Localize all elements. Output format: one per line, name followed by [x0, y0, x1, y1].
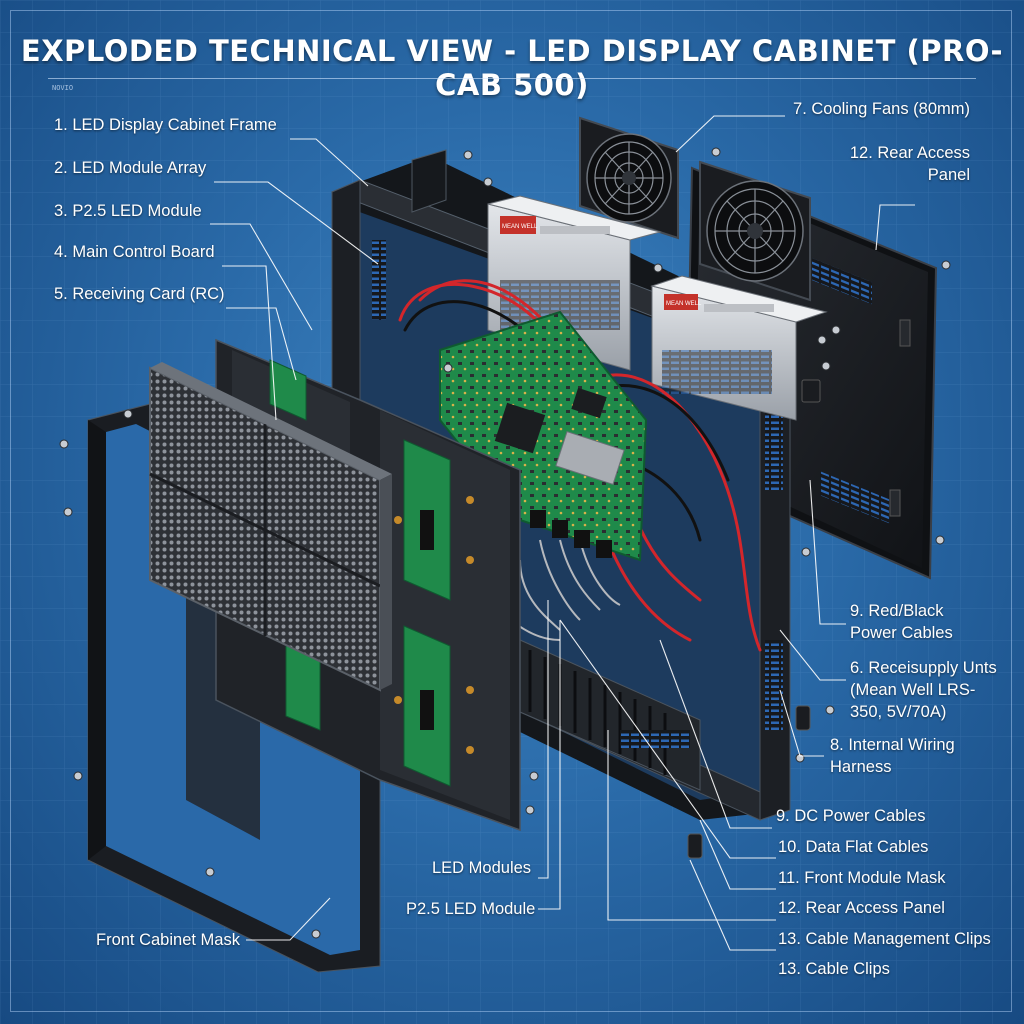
- label-internal-wiring-harness: 8. Internal Wiring Harness: [830, 736, 955, 776]
- power-supply-2: MEAN WELL: [650, 275, 828, 421]
- label-front-module-mask: 11. Front Module Mask: [778, 869, 946, 887]
- label-front-cabinet-mask: Front Cabinet Mask: [96, 931, 240, 949]
- page-title: EXPLODED TECHNICAL VIEW - LED DISPLAY CA…: [20, 34, 1004, 102]
- label-led-modules: LED Modules: [432, 859, 532, 877]
- label-power-supply-units: 6. Receisupply Unts (Mean Well LRS- 350,…: [850, 659, 997, 721]
- cooling-fan-1: [579, 116, 679, 240]
- label-cable-clips: 13. Cable Clips: [778, 960, 890, 978]
- label-cable-management-clips: 13. Cable Management Clips: [778, 930, 991, 948]
- label-cooling-fans: 7. Cooling Fans (80mm): [793, 100, 970, 118]
- corner-mark: NOVIO: [52, 84, 74, 92]
- psu-1-brand: MEAN WELL: [502, 224, 538, 230]
- label-p25-module: 3. P2.5 LED Module: [54, 202, 202, 220]
- psu-2-brand: MEAN WELL: [666, 301, 702, 307]
- label-receiving-card: 5. Receiving Card (RC): [54, 285, 225, 303]
- label-rear-access-panel-top: 12. Rear Access Panel: [849, 144, 970, 184]
- label-cabinet-frame: 1. LED Display Cabinet Frame: [54, 116, 277, 134]
- label-data-flat-cables: 10. Data Flat Cables: [778, 838, 929, 856]
- label-main-control-board: 4. Main Control Board: [54, 243, 215, 261]
- screws: [59, 147, 951, 939]
- label-dc-power-cables: 9. DC Power Cables: [776, 807, 926, 825]
- blueprint-border: [10, 10, 1012, 1012]
- label-p25-led-module-bottom: P2.5 LED Module: [406, 900, 536, 918]
- label-rear-access-panel-bottom: 12. Rear Access Panel: [778, 899, 945, 917]
- label-red-black-power-cables: 9. Red/Black Power Cables: [850, 602, 953, 642]
- cooling-fan-2: [699, 160, 811, 302]
- title-rule: [48, 78, 976, 79]
- led-module-array: [149, 362, 392, 692]
- main-control-board: [439, 310, 648, 562]
- label-module-array: 2. LED Module Array: [54, 159, 207, 177]
